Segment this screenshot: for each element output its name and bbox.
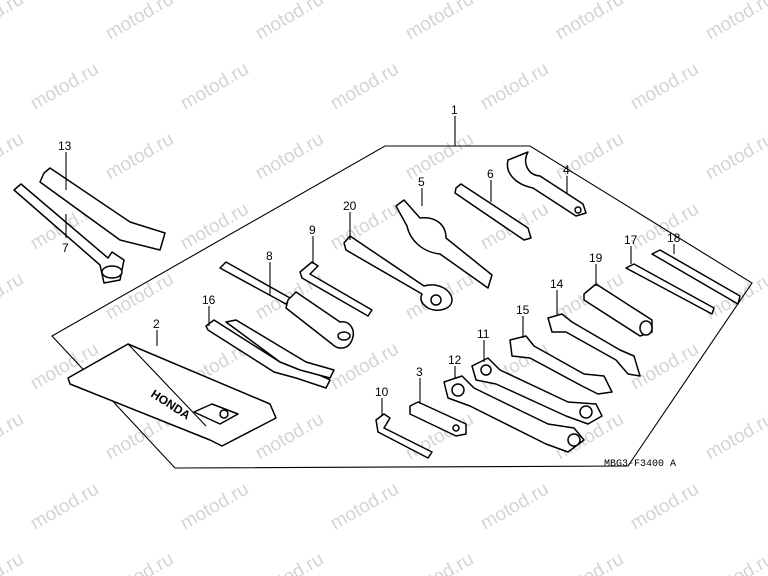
callout-1: 1 <box>451 103 458 117</box>
callout-8: 8 <box>266 249 273 263</box>
callout-14: 14 <box>550 277 564 291</box>
callout-19: 19 <box>589 251 603 265</box>
callout-7: 7 <box>62 241 69 255</box>
watermark-text: motod.ru <box>252 129 327 185</box>
watermark-text: motod.ru <box>702 409 768 465</box>
watermark-text: motod.ru <box>552 0 627 44</box>
callout-9: 9 <box>309 223 316 237</box>
diagram-code: MBG3-F3400 A <box>604 459 676 470</box>
watermark-text: motod.ru <box>102 549 177 576</box>
watermark-text: motod.ru <box>627 479 702 535</box>
part-8-spark-plug-socket <box>219 261 354 349</box>
watermark-text: motod.ru <box>552 549 627 576</box>
watermark-text: motod.ru <box>102 0 177 44</box>
watermark-text: motod.ru <box>0 549 27 576</box>
part-10-hex-key <box>375 413 433 459</box>
callout-12: 12 <box>448 353 462 367</box>
part-15-open-end-wrench <box>509 335 613 395</box>
watermark-text: motod.ru <box>177 199 252 255</box>
watermark-text: motod.ru <box>327 59 402 115</box>
part-17-screwdriver-blade <box>625 263 715 315</box>
watermark-text: motod.ru <box>252 0 327 44</box>
part-14-open-end-wrench <box>547 313 641 377</box>
callout-6: 6 <box>487 167 494 181</box>
watermark-text: motod.ru <box>27 59 102 115</box>
watermark-text: motod.ru <box>702 129 768 185</box>
part-12-combination-wrench <box>443 375 585 453</box>
callout-17: 17 <box>624 233 638 247</box>
part-5-hook-spanner <box>395 199 493 289</box>
leader-lines <box>65 116 675 416</box>
part-6-socket-bar <box>454 183 532 241</box>
watermark-text: motod.ru <box>327 479 402 535</box>
watermark-text: motod.ru <box>702 0 768 44</box>
watermark-text: motod.ru <box>402 0 477 44</box>
watermark-text: motod.ru <box>252 549 327 576</box>
watermark-text: motod.ru <box>0 269 27 325</box>
part-4-pin-spanner <box>506 151 587 217</box>
callout-20: 20 <box>343 199 357 213</box>
watermark-text: motod.ru <box>177 479 252 535</box>
callout-11: 11 <box>477 327 490 341</box>
callout-5: 5 <box>418 175 425 189</box>
callout-4: 4 <box>563 163 570 177</box>
watermark-text: motod.ru <box>0 409 27 465</box>
watermark-text: motod.ru <box>27 479 102 535</box>
part-11-combination-wrench <box>471 357 603 425</box>
part-18-screwdriver-blade <box>651 249 741 305</box>
watermark-text: motod.ru <box>102 129 177 185</box>
callout-18: 18 <box>667 231 681 245</box>
watermark-text: motod.ru <box>477 59 552 115</box>
watermark-text: motod.ru <box>402 549 477 576</box>
callout-13: 13 <box>58 139 72 153</box>
callout-16: 16 <box>202 293 216 307</box>
watermark-text: motod.ru <box>477 479 552 535</box>
part-13-pry-bar <box>39 167 166 251</box>
watermark-text: motod.ru <box>177 59 252 115</box>
callout-15: 15 <box>516 303 530 317</box>
callout-2: 2 <box>153 317 160 331</box>
tool-kit-outline <box>51 145 753 469</box>
callout-labels: 1 2 3 4 5 6 7 8 9 10 11 12 13 14 15 16 1… <box>58 103 681 399</box>
part-20-socket-wrench <box>343 235 453 311</box>
part-16-pliers <box>205 319 335 389</box>
watermark-text: motod.ru <box>702 549 768 576</box>
watermark-text: motod.ru <box>627 339 702 395</box>
watermark-text: motod.ru <box>402 129 477 185</box>
callout-10: 10 <box>375 385 389 399</box>
callout-3: 3 <box>416 365 423 379</box>
watermark-text: motod.ru <box>0 0 27 44</box>
watermark-text: motod.ru <box>627 59 702 115</box>
part-2-tool-bag: HONDA <box>67 343 277 447</box>
part-7-spark-plug-wrench <box>13 183 125 284</box>
part-3-handle <box>409 401 467 437</box>
watermark-text: motod.ru <box>0 129 27 185</box>
